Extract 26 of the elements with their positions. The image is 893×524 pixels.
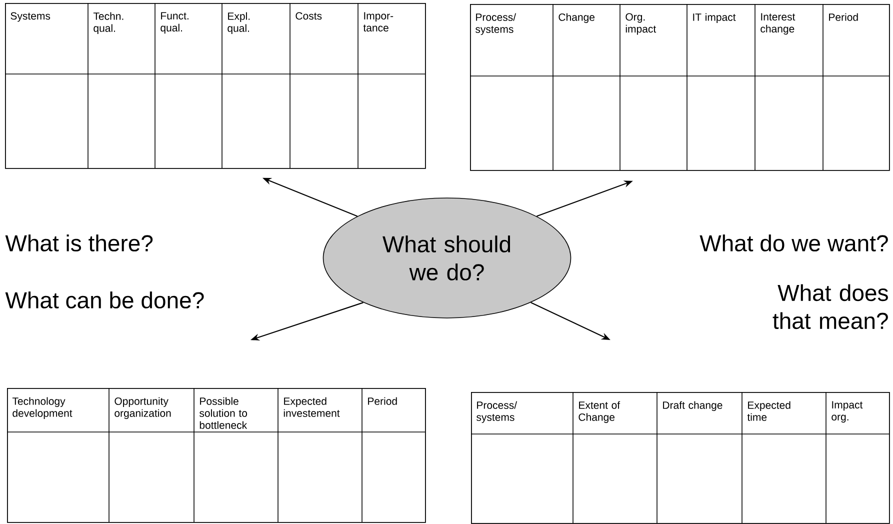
column-header: Org. impact	[626, 13, 656, 35]
column-header: Process/ systems	[476, 401, 518, 423]
column-header: Extent of Change	[578, 401, 620, 423]
column-header: Systems	[10, 12, 50, 22]
column-header: Opportunity organization	[114, 397, 171, 419]
column-header: Impor-tance	[363, 12, 394, 32]
column-header: Expl. qual.	[228, 12, 250, 34]
column-header: Period	[368, 397, 397, 405]
question-text: What can be done?	[5, 292, 204, 308]
column-header: Technology development	[12, 397, 72, 419]
question-text: What is there?	[5, 234, 153, 252]
column-header: Expected time	[747, 401, 790, 421]
column-header: IT impact	[693, 13, 736, 23]
column-header: Process/ systems	[476, 13, 516, 35]
column-header: Change	[558, 13, 594, 23]
column-header: Impact org.	[832, 401, 863, 423]
column-header: Possible solution to bottleneck	[200, 397, 248, 429]
column-header: Interest change	[760, 13, 796, 35]
column-header: Period	[829, 13, 858, 21]
column-header: Techn. qual.	[93, 12, 124, 34]
column-header: Funct. qual.	[160, 12, 188, 34]
column-header: Draft change	[663, 401, 722, 411]
question-text: What does that mean?	[772, 284, 888, 330]
question-text: What do we want?	[700, 234, 888, 252]
column-header: Costs	[296, 12, 322, 20]
column-header: Expected investement	[284, 397, 340, 417]
